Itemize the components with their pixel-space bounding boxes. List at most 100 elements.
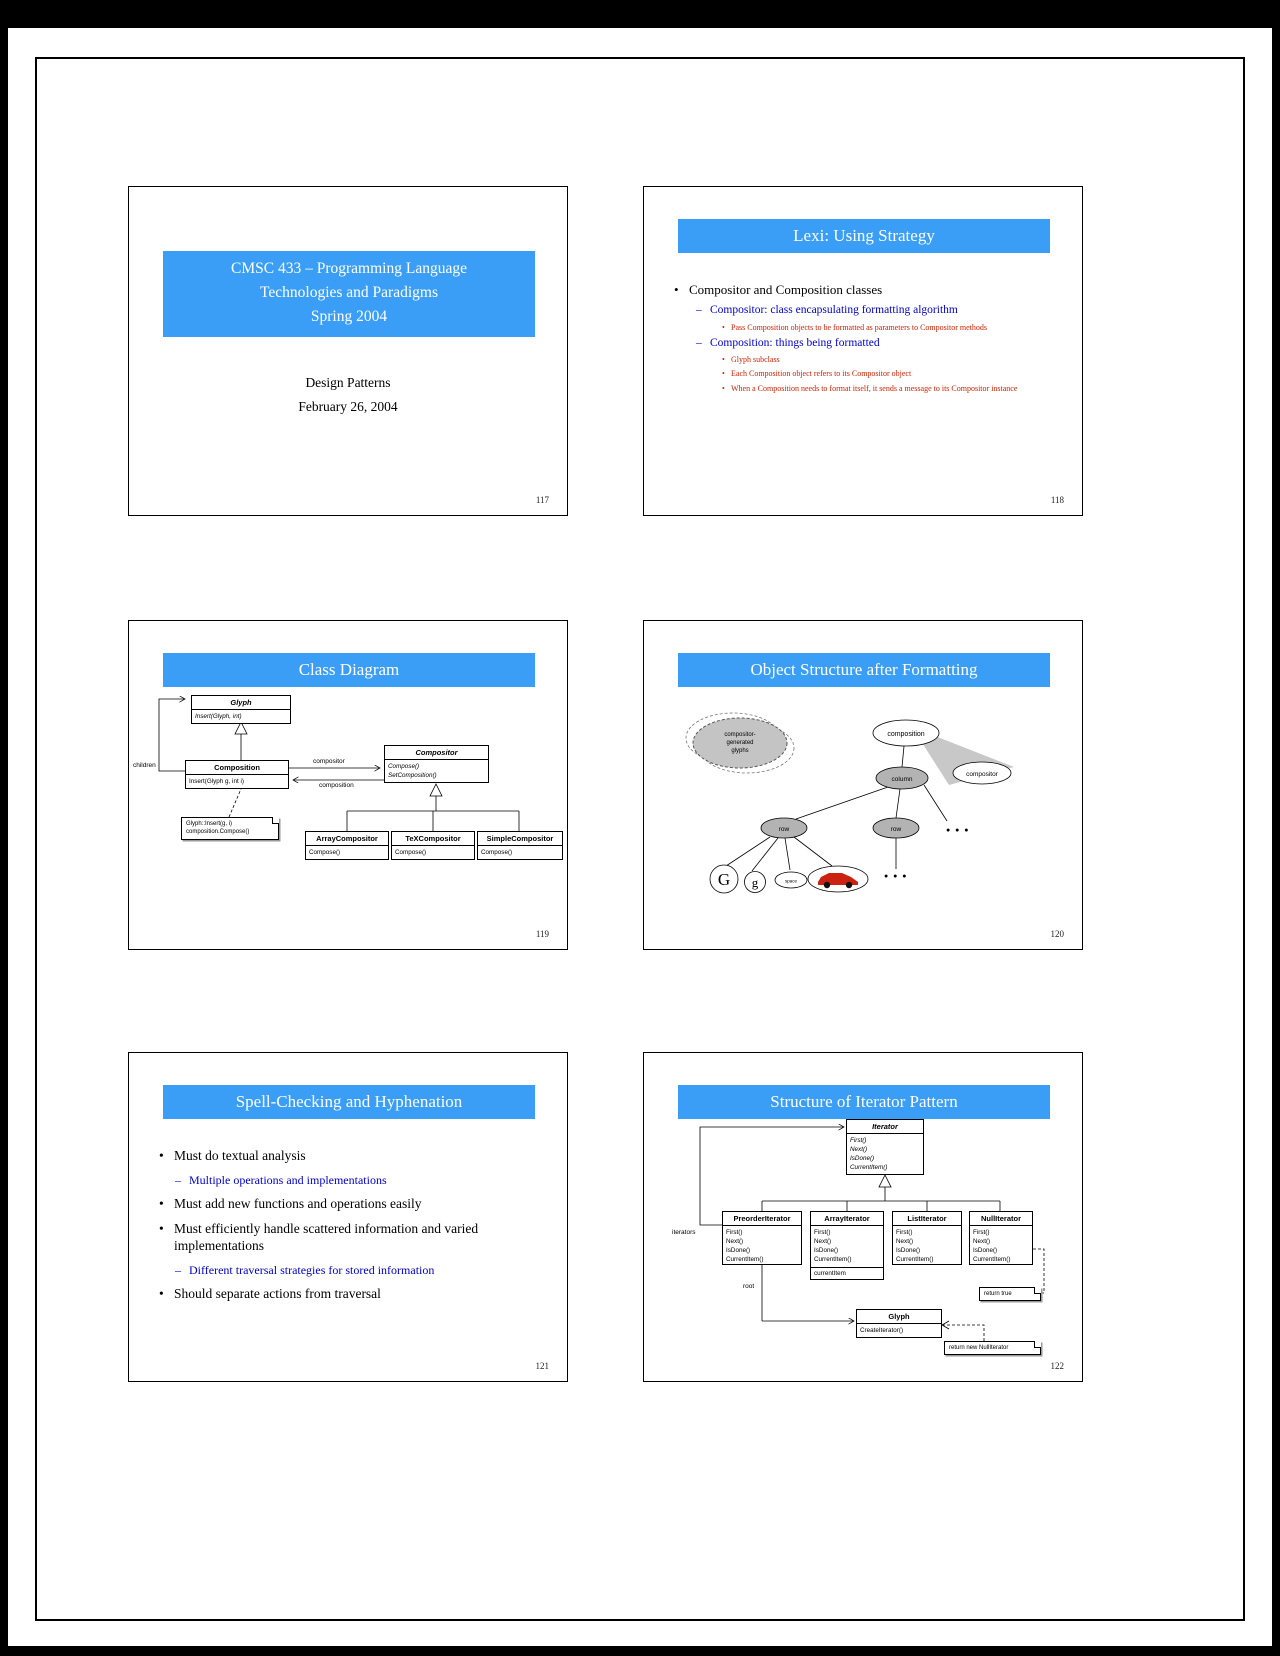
- bullet-item: Glyph subclass: [720, 354, 1020, 365]
- slide-title: Spell-Checking and Hyphenation: [163, 1085, 535, 1119]
- bullet-item: Each Composition object refers to its Co…: [720, 368, 1020, 379]
- page-border: [35, 57, 1245, 1621]
- composition-node: [872, 719, 940, 747]
- class-tex-compositor: TeXCompositor Compose(): [391, 831, 475, 861]
- class-array-iterator: ArrayIterator First()Next()IsDone()Curre…: [810, 1211, 884, 1280]
- slide-117: CMSC 433 – Programming Language Technolo…: [128, 186, 568, 516]
- glyph-g-node: [744, 871, 766, 893]
- compositor-node: [952, 761, 1012, 785]
- class-attributes: currentItem: [811, 1266, 883, 1279]
- class-name: SimpleCompositor: [478, 832, 562, 846]
- row-node: [872, 817, 920, 839]
- association-label-root: root: [743, 1283, 755, 1290]
- bullet-item: Composition: things being formatted: [696, 336, 1026, 351]
- note-return-true: return true: [979, 1287, 1041, 1302]
- class-methods: Compose(): [481, 849, 513, 856]
- lecture-subtitle: Design Patterns: [305, 375, 391, 390]
- bullet-list: Must do textual analysis Multiple operat…: [157, 1148, 539, 1310]
- bullet-item: Must do textual analysis: [157, 1148, 517, 1165]
- class-name: Composition: [186, 761, 288, 775]
- class-glyph: Glyph CreateIterator(): [856, 1309, 942, 1339]
- bullet-item: Different traversal strategies for store…: [175, 1263, 505, 1278]
- class-null-iterator: NullIterator First()Next()IsDone()Curren…: [969, 1211, 1033, 1265]
- class-compositor: Compositor Compose()SetComposition(): [384, 745, 489, 784]
- bullet-item: Pass Composition objects to be formatted…: [720, 322, 1020, 333]
- code-note: Glyph::Insert(g, i)composition.Compose(): [181, 817, 279, 840]
- class-glyph: Glyph Insert(Glyph, int): [191, 695, 291, 725]
- bullet-item: When a Composition needs to format itsel…: [720, 383, 1020, 394]
- handout-page: CMSC 433 – Programming Language Technolo…: [8, 28, 1272, 1646]
- slide-119: Class Diagram Glyph Insert(Glyph, int): [128, 620, 568, 950]
- page-number: 122: [1050, 1361, 1065, 1371]
- class-name: ArrayIterator: [811, 1212, 883, 1226]
- bullet-item: Compositor: class encapsulating formatti…: [696, 303, 1026, 318]
- page-number: 117: [535, 495, 549, 505]
- class-methods: First()Next()IsDone()CurrentItem(): [896, 1229, 934, 1264]
- row-node: [760, 817, 808, 839]
- class-name: TeXCompositor: [392, 832, 474, 846]
- association-label-iterators: iterators: [672, 1229, 696, 1236]
- iterator-diagram-connectors: [699, 1053, 1045, 1341]
- class-name: Iterator: [847, 1120, 923, 1134]
- lecture-date: February 26, 2004: [298, 399, 398, 414]
- class-name: ArrayCompositor: [306, 832, 388, 846]
- page-number: 121: [535, 1361, 550, 1371]
- glyph-G-node: [709, 864, 739, 894]
- class-name: NullIterator: [970, 1212, 1032, 1226]
- page-number: 120: [1050, 929, 1065, 939]
- node-label: compositor: [966, 771, 999, 778]
- node-label: G: [718, 870, 730, 889]
- class-list-iterator: ListIterator First()Next()IsDone()Curren…: [892, 1211, 962, 1265]
- class-simple-compositor: SimpleCompositor Compose(): [477, 831, 563, 861]
- class-name: PreorderIterator: [723, 1212, 801, 1226]
- course-title-line: Technologies and Paradigms: [260, 284, 438, 302]
- node-label: glyphs: [731, 748, 748, 754]
- class-methods: First()Next()IsDone()CurrentItem(): [973, 1229, 1011, 1264]
- course-title-banner: CMSC 433 – Programming Language Technolo…: [163, 251, 535, 337]
- association-label-compositor: compositor: [313, 758, 345, 765]
- association-label-composition: composition: [319, 782, 354, 789]
- page-number: 119: [535, 929, 549, 939]
- space-node: [774, 871, 808, 889]
- class-methods: Compose(): [309, 849, 341, 856]
- class-array-compositor: ArrayCompositor Compose(): [305, 831, 389, 861]
- slide-118: Lexi: Using Strategy Compositor and Comp…: [643, 186, 1083, 516]
- bullet-item: Compositor and Composition classes: [672, 282, 1054, 299]
- ellipsis-dots: ● ● ●: [884, 873, 908, 880]
- page-number: 118: [1050, 495, 1064, 505]
- ellipsis-dots: ● ● ●: [946, 827, 970, 834]
- class-methods: Insert(Glyph, int): [195, 713, 242, 720]
- node-label: composition: [887, 731, 924, 738]
- bullet-list: Compositor and Composition classes Compo…: [672, 282, 1054, 397]
- slide-120: Object Structure after Formatting compos…: [643, 620, 1083, 950]
- class-methods: Compose()SetComposition(): [388, 763, 437, 780]
- compositor-generated-glyphs-node: [692, 717, 788, 769]
- bullet-item: Must efficiently handle scattered inform…: [157, 1221, 517, 1255]
- class-methods: First()Next()IsDone()CurrentItem(): [726, 1229, 764, 1264]
- class-methods: Insert(Glyph g, int i): [189, 778, 244, 785]
- car-icon: [818, 873, 858, 889]
- class-name: ListIterator: [893, 1212, 961, 1226]
- class-diagram-connectors: [158, 621, 520, 831]
- bullet-item: Must add new functions and operations ea…: [157, 1196, 517, 1213]
- class-methods: First()Next()IsDone()CurrentItem(): [850, 1137, 888, 1172]
- slide-title: Class Diagram: [163, 653, 535, 687]
- class-preorder-iterator: PreorderIterator First()Next()IsDone()Cu…: [722, 1211, 802, 1265]
- slide-122: Structure of Iterator Pattern Iterator: [643, 1052, 1083, 1382]
- node-label: compositor-: [724, 732, 755, 738]
- class-composition: Composition Insert(Glyph g, int i): [185, 760, 289, 790]
- bullet-item: Multiple operations and implementations: [175, 1173, 505, 1188]
- slide-title: Object Structure after Formatting: [678, 653, 1050, 687]
- slide-title: Lexi: Using Strategy: [678, 219, 1050, 253]
- course-title-line: Spring 2004: [310, 308, 388, 326]
- object-structure-diagram: compositor- generated glyphs composition…: [685, 712, 1014, 894]
- node-label: column: [892, 776, 913, 783]
- class-methods: First()Next()IsDone()CurrentItem(): [814, 1229, 852, 1264]
- node-label: row: [891, 826, 902, 833]
- node-label: space: [785, 879, 798, 884]
- node-label: generated: [726, 740, 753, 746]
- class-name: Compositor: [385, 746, 488, 760]
- association-label-children: children: [133, 762, 156, 769]
- node-label: row: [779, 826, 790, 833]
- slide-title: Structure of Iterator Pattern: [678, 1085, 1050, 1119]
